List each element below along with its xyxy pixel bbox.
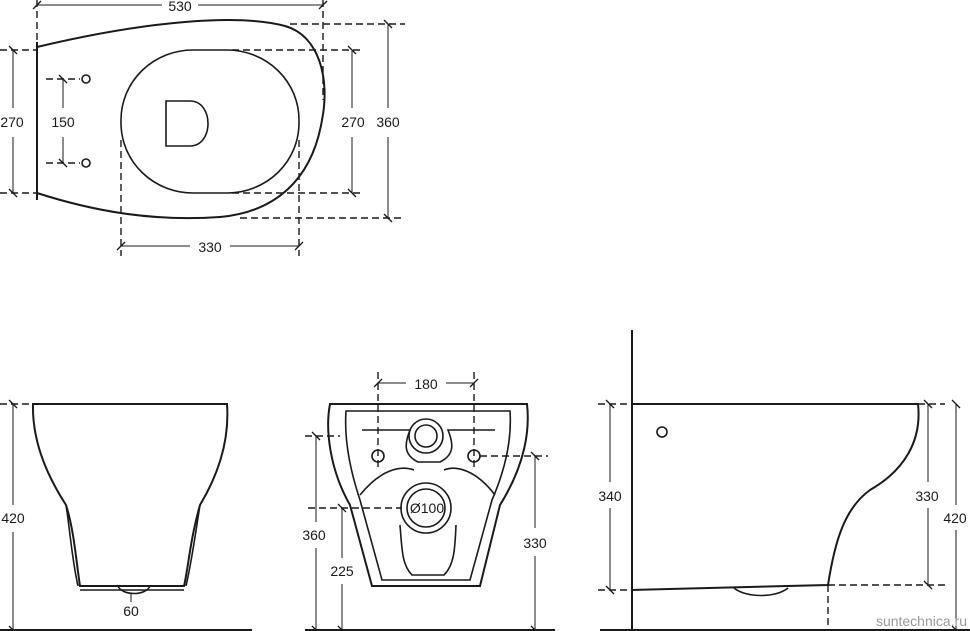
side-outlet-curve	[733, 587, 789, 597]
top-bowl-outline	[36, 19, 326, 220]
flush-button-shape	[165, 100, 209, 147]
dim-side-total-height: 420	[943, 510, 967, 526]
dim-outlet-height: 225	[330, 563, 354, 579]
dim-seat-height: 270	[341, 114, 365, 130]
back-inlet-inner	[414, 424, 438, 448]
back-view: 180 Ø100 360 225 330	[302, 372, 555, 631]
front-outline	[31, 403, 229, 587]
top-seat-outline	[120, 49, 300, 194]
dim-side-mount-height: 330	[915, 488, 939, 504]
dim-hole-spacing: 150	[51, 114, 75, 130]
mount-hole-top	[81, 74, 91, 84]
dim-back-total-height: 360	[302, 527, 326, 543]
front-outlet-curve	[117, 585, 151, 595]
side-view: 340 330 420 suntechnica.ru	[598, 330, 970, 631]
front-view: 420 60	[0, 399, 252, 631]
back-inner-frame	[344, 410, 512, 581]
dim-seat-width: 330	[198, 239, 222, 255]
back-outlet-inner	[406, 488, 446, 528]
dim-top-total-height: 360	[376, 114, 400, 130]
side-outline	[631, 403, 920, 591]
back-outline	[327, 403, 529, 587]
dim-mount-spacing: 180	[414, 376, 438, 392]
top-view: 530 270 150 270 360 330	[0, 0, 405, 256]
outlet-diameter-label: Ø100	[410, 500, 444, 516]
dim-front-height: 420	[1, 510, 25, 526]
dim-back-mount-height: 330	[523, 535, 547, 551]
dim-top-width: 530	[168, 0, 192, 14]
dim-side-rim-height: 340	[598, 488, 622, 504]
watermark: suntechnica.ru	[876, 613, 967, 629]
back-inlet-outer	[408, 418, 444, 454]
dim-top-left-height: 270	[0, 114, 24, 130]
side-mount-hole	[656, 426, 668, 438]
mount-hole-bottom	[81, 158, 91, 168]
dim-base-width: 60	[123, 603, 139, 619]
